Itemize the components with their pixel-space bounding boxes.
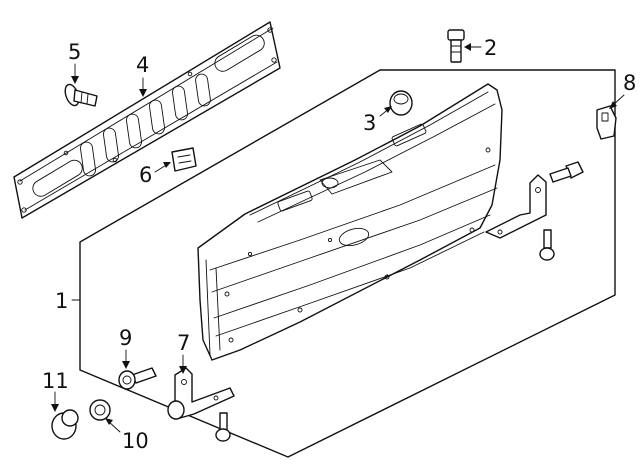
tailgate-panel — [197, 83, 503, 361]
callout-8: 8 — [623, 71, 636, 95]
callout-11: 11 — [42, 369, 69, 393]
assembly-outline — [79, 69, 616, 458]
callout-10: 10 — [122, 429, 149, 453]
washer — [89, 399, 111, 421]
bushing — [51, 409, 79, 440]
callout-3: 3 — [363, 111, 376, 135]
callout-4: 4 — [136, 53, 149, 77]
right-hinge-bolt — [549, 161, 584, 183]
right-hinge-bracket — [485, 174, 547, 239]
push-pin-fastener — [64, 83, 98, 107]
right-lower-bolt — [539, 229, 555, 261]
support-stud — [118, 367, 157, 390]
leader-lines — [51, 43, 625, 433]
side-bumper — [596, 105, 617, 140]
left-lower-bolt — [215, 412, 231, 442]
callout-7: 7 — [177, 331, 190, 355]
left-hinge-bracket — [167, 367, 235, 420]
callout-6: 6 — [139, 163, 152, 187]
callout-9: 9 — [119, 326, 132, 350]
callout-1: 1 — [55, 289, 68, 313]
top-molding-strip — [13, 21, 281, 219]
callout-5: 5 — [68, 40, 81, 64]
bolt-top — [447, 29, 465, 63]
retainer-clip — [171, 147, 197, 172]
callout-2: 2 — [484, 36, 497, 60]
grommet — [389, 90, 413, 116]
